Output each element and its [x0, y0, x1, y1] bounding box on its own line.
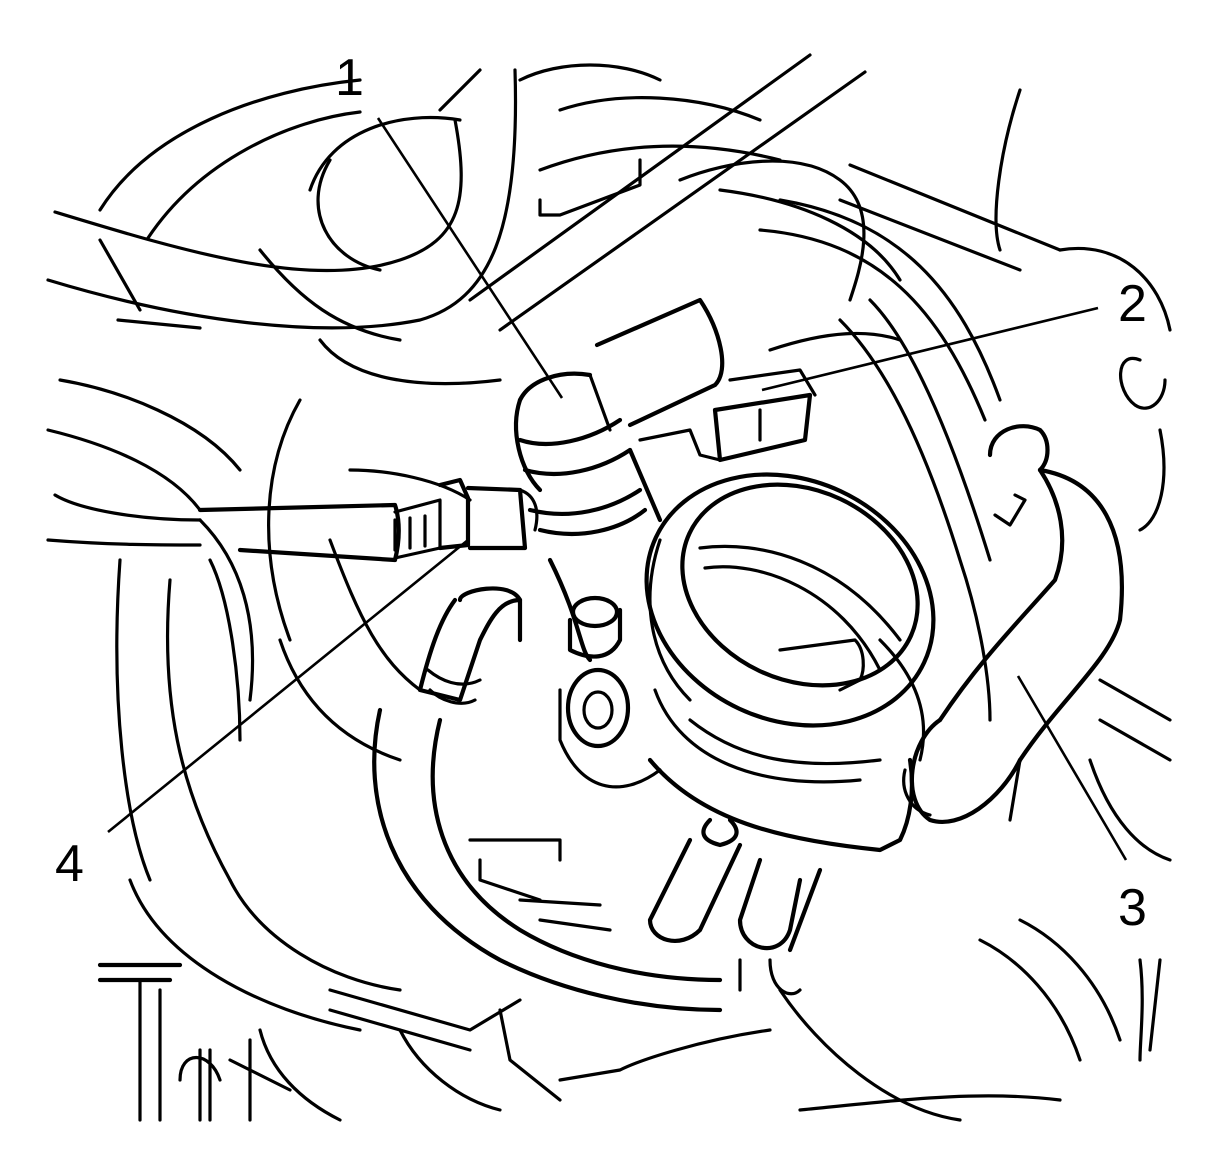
throttle-body: [417, 472, 936, 996]
leader-lines: [107, 117, 1128, 861]
leader-line-2: [761, 306, 1099, 392]
electrical-connector-2: [638, 331, 902, 463]
leader-line-3: [1016, 675, 1128, 861]
callout-label-3: 3: [1118, 879, 1147, 937]
leader-line-4: [107, 538, 469, 834]
leader-line-1: [376, 117, 564, 399]
coolant-hose-3: [838, 298, 1124, 824]
fuel-line-fitting-4: [197, 477, 539, 563]
callout-label-2: 2: [1118, 275, 1147, 333]
background-engine-outlines: [46, 53, 1172, 1122]
callout-label-4: 4: [55, 835, 84, 893]
hose-elbow-1: [513, 297, 725, 663]
callout-label-1: 1: [335, 49, 364, 107]
